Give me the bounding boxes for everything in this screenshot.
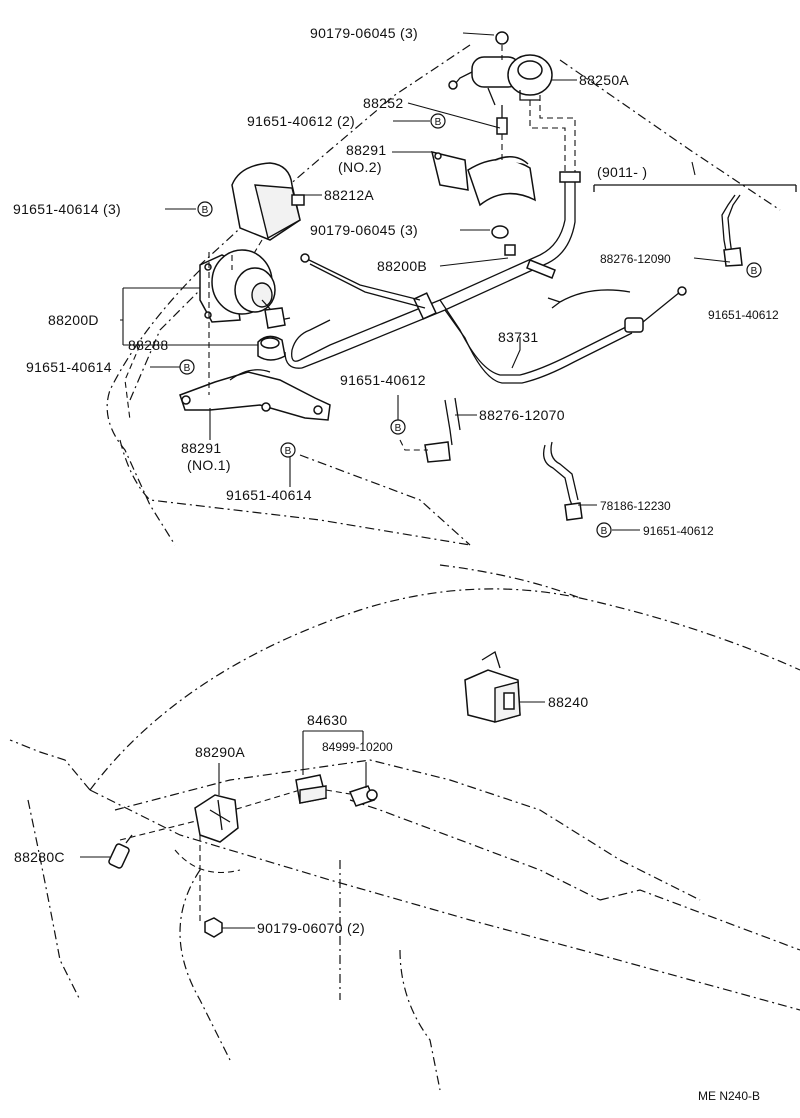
label-91651-40614-3: 91651-40614 (3) (13, 201, 121, 217)
label-91651-40612-center: 91651-40612 (340, 372, 426, 388)
label-91651-40612-2: 91651-40612 (2) (247, 113, 355, 129)
nut-90179-mid (491, 225, 509, 239)
svg-text:B: B (395, 423, 402, 434)
label-91651-40612-right: 91651-40612 (708, 308, 779, 322)
label-88276-12070: 88276-12070 (479, 407, 565, 423)
svg-text:B: B (435, 117, 442, 128)
label-88291-no2-suffix: (NO.2) (338, 159, 382, 175)
label-84999-10200: 84999-10200 (322, 740, 393, 754)
label-9011: (9011- ) (597, 164, 647, 180)
bracket-88291-no1 (179, 252, 331, 421)
label-88288: 88288 (128, 337, 168, 353)
label-88250a: 88250A (579, 72, 629, 88)
cover-88212a (231, 162, 305, 261)
label-78186-12230: 78186-12230 (600, 499, 671, 513)
leader-lines (80, 32, 731, 929)
label-88200b: 88200B (377, 258, 427, 274)
b-marker-icon: B (746, 262, 762, 278)
label-88240: 88240 (548, 694, 588, 710)
label-88276-12090: 88276-12090 (600, 252, 671, 266)
label-88291-no1-suffix: (NO.1) (187, 457, 231, 473)
switch-84630 (295, 774, 327, 804)
fitting-88252 (496, 105, 508, 135)
label-90179-06045-top: 90179-06045 (3) (310, 25, 418, 41)
svg-text:B: B (751, 266, 758, 277)
label-90179-06070: 90179-06070 (2) (257, 920, 365, 936)
bracket-88276-12070 (399, 397, 461, 463)
valve-88280c (108, 834, 133, 869)
svg-text:B: B (202, 205, 209, 216)
part-labels: 90179-06045 (3) 88250A 88252 91651-40612… (13, 25, 779, 1103)
label-91651-40614-left: 91651-40614 (26, 359, 112, 375)
label-84630: 84630 (307, 712, 347, 728)
label-88252: 88252 (363, 95, 403, 111)
label-90179-06045-mid: 90179-06045 (3) (310, 222, 418, 238)
label-91651-40612-bottom-right: 91651-40612 (643, 524, 714, 538)
cable-83731 (439, 286, 687, 384)
bracket-88290a (194, 794, 239, 925)
nut-90179-06070 (204, 917, 223, 938)
b-marker-icon: B (280, 442, 296, 458)
label-88212a: 88212A (324, 187, 374, 203)
label-88280c: 88280C (14, 849, 65, 865)
cable-88200b (284, 171, 581, 369)
lower-body-outline (9, 564, 800, 1091)
cap-88288 (257, 335, 286, 361)
label-83731: 83731 (498, 329, 538, 345)
svg-text:B: B (285, 446, 292, 457)
bracket-78186-12230 (542, 441, 583, 521)
actuator-88200d (199, 249, 291, 329)
label-88290a: 88290A (195, 744, 245, 760)
plug-84999-10200 (325, 785, 378, 807)
b-marker-icon: B (596, 522, 612, 538)
label-91651-40614-bottom: 91651-40614 (226, 487, 312, 503)
nut-icon (495, 31, 509, 45)
b-marker-icon: B (430, 113, 446, 129)
b-marker-icon: B (179, 359, 195, 375)
svg-text:B: B (184, 363, 191, 374)
b-marker-icon: B (390, 419, 406, 435)
upper-body-outline (106, 44, 781, 546)
label-88200d: 88200D (48, 312, 99, 328)
label-88291-no2: 88291 (346, 142, 386, 158)
svg-text:B: B (601, 526, 608, 537)
bracket-88276-12090 (593, 184, 797, 267)
actuator-88250a (448, 31, 576, 175)
bracket-88291-no2 (430, 134, 536, 207)
relay-88240 (464, 651, 521, 723)
footer-code: ME N240-B (698, 1089, 760, 1103)
label-88291-no1: 88291 (181, 440, 221, 456)
b-marker-icon: B (197, 201, 213, 217)
